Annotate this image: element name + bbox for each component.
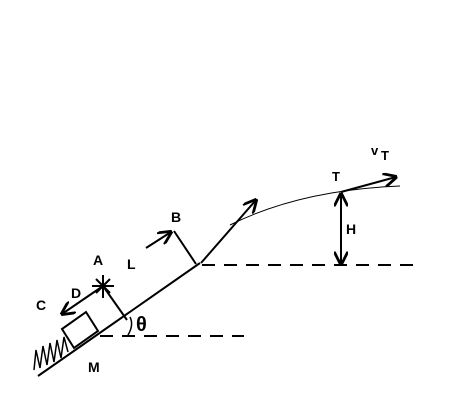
label-l: L [127,256,136,272]
label-d: D [71,285,81,301]
perpendicular-b [173,230,197,265]
label-t: T [332,169,340,184]
label-theta: θ [136,314,147,336]
arrow-l [145,232,171,249]
mass-block [60,310,100,350]
label-c: C [36,297,46,313]
spring [33,336,69,371]
velocity-t-arrow [340,177,396,193]
launch-arrow [200,200,256,264]
arrow-d [62,285,104,314]
label-h: H [346,221,356,237]
trajectory-curve [229,185,401,226]
label-v: v [371,143,379,158]
perpendicular-a [102,285,128,321]
angle-arc [127,316,133,336]
label-b: B [171,209,181,225]
label-v-subscript: T [381,148,389,163]
label-a: A [93,252,103,268]
incline-ramp [37,262,201,377]
label-m: M [88,359,100,375]
